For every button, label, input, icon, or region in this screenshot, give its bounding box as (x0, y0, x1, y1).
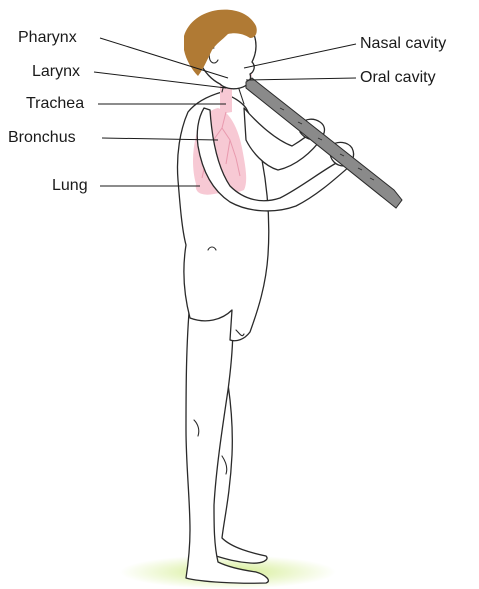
nasal-cavity-label: Nasal cavity (360, 35, 446, 52)
oral-cavity-label: Oral cavity (360, 69, 436, 86)
trachea-label: Trachea (26, 95, 84, 112)
human-figure (177, 10, 402, 584)
oral-cavity-leader (246, 78, 356, 80)
nasal-cavity-leader (244, 44, 356, 68)
pharynx-label: Pharynx (18, 29, 77, 46)
larynx-label: Larynx (32, 63, 80, 80)
lung-label: Lung (52, 177, 88, 194)
larynx-leader (94, 72, 226, 88)
bronchus-label: Bronchus (8, 129, 76, 146)
